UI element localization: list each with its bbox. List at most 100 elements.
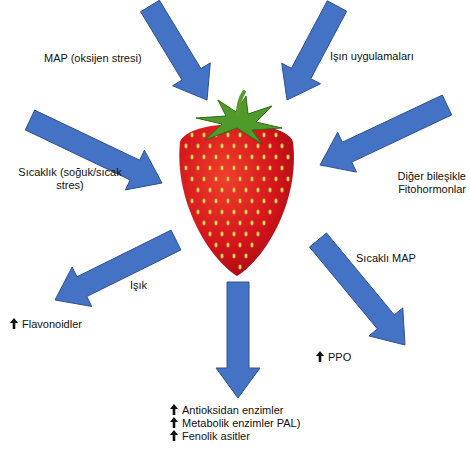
seed bbox=[280, 144, 283, 149]
seed bbox=[208, 232, 211, 237]
seed bbox=[268, 144, 271, 149]
seed bbox=[220, 166, 223, 171]
seed bbox=[262, 221, 265, 226]
seed bbox=[220, 210, 223, 215]
factor-label: Işın uygulamaları bbox=[330, 50, 450, 63]
seed bbox=[196, 144, 199, 149]
seed bbox=[190, 177, 193, 182]
seed bbox=[238, 155, 241, 160]
strawberry-stem bbox=[238, 92, 244, 114]
seed bbox=[202, 177, 205, 182]
seed bbox=[226, 177, 229, 182]
block-arrow bbox=[216, 282, 260, 398]
block-arrow bbox=[55, 230, 181, 306]
seed bbox=[232, 144, 235, 149]
seed bbox=[202, 133, 205, 138]
seed bbox=[262, 199, 265, 204]
seed bbox=[208, 188, 211, 193]
seed bbox=[250, 243, 253, 248]
factor-label: Işık bbox=[130, 279, 190, 292]
seed bbox=[286, 155, 289, 160]
factor-label: Metabolik enzimler PAL) bbox=[182, 417, 362, 430]
seed bbox=[190, 133, 193, 138]
seed bbox=[214, 221, 217, 226]
seed bbox=[268, 210, 271, 215]
seed bbox=[196, 188, 199, 193]
seed bbox=[274, 177, 277, 182]
seed bbox=[196, 210, 199, 215]
arrow-group bbox=[25, 0, 451, 398]
seed bbox=[214, 177, 217, 182]
seed bbox=[232, 254, 235, 259]
seed bbox=[286, 177, 289, 182]
factor-label: MAP (oksijen stresi) bbox=[44, 52, 154, 65]
seed bbox=[226, 221, 229, 226]
seed bbox=[220, 188, 223, 193]
seed bbox=[208, 144, 211, 149]
seed bbox=[250, 177, 253, 182]
seed bbox=[274, 155, 277, 160]
seed bbox=[256, 188, 259, 193]
seed bbox=[202, 221, 205, 226]
seed bbox=[208, 210, 211, 215]
seed bbox=[202, 199, 205, 204]
seed bbox=[262, 177, 265, 182]
seed bbox=[238, 199, 241, 204]
seed bbox=[196, 166, 199, 171]
seed bbox=[280, 188, 283, 193]
seed bbox=[214, 243, 217, 248]
strawberry-body bbox=[179, 124, 294, 276]
seed bbox=[256, 166, 259, 171]
factor-label: Antioksidan enzimler bbox=[182, 404, 362, 417]
factor-label: PPO bbox=[328, 351, 388, 364]
block-arrow bbox=[141, 0, 211, 100]
block-arrow bbox=[310, 233, 406, 345]
seed bbox=[256, 232, 259, 237]
seed bbox=[208, 166, 211, 171]
seed bbox=[184, 144, 187, 149]
seed bbox=[280, 166, 283, 171]
seed bbox=[220, 144, 223, 149]
factor-label: Diğer bileşikle Fitohormonlar bbox=[372, 170, 466, 196]
seed bbox=[214, 155, 217, 160]
increase-arrow bbox=[316, 351, 324, 362]
increase-arrow bbox=[10, 318, 18, 329]
seed bbox=[220, 232, 223, 237]
seed bbox=[238, 177, 241, 182]
seed bbox=[238, 133, 241, 138]
seed bbox=[244, 210, 247, 215]
seed bbox=[244, 254, 247, 259]
seed bbox=[190, 155, 193, 160]
seed bbox=[226, 243, 229, 248]
seed bbox=[232, 232, 235, 237]
seed bbox=[244, 188, 247, 193]
increase-arrow bbox=[170, 430, 178, 441]
seed bbox=[238, 221, 241, 226]
seed bbox=[256, 144, 259, 149]
seed bbox=[250, 199, 253, 204]
factor-label: Sıcaklık (soğuk/sıcak stres) bbox=[14, 166, 126, 192]
seed bbox=[214, 199, 217, 204]
seed bbox=[220, 254, 223, 259]
factor-label: Flavonoidler bbox=[22, 318, 122, 331]
seed bbox=[244, 166, 247, 171]
seed bbox=[232, 166, 235, 171]
seed bbox=[262, 155, 265, 160]
factor-label: Fenolik asitler bbox=[182, 430, 362, 443]
increase-arrow bbox=[170, 417, 178, 428]
seed bbox=[256, 210, 259, 215]
seed bbox=[262, 133, 265, 138]
increase-arrow bbox=[170, 404, 178, 415]
seed bbox=[250, 221, 253, 226]
seed bbox=[202, 155, 205, 160]
seed bbox=[232, 188, 235, 193]
seed bbox=[268, 166, 271, 171]
seed bbox=[226, 199, 229, 204]
seed bbox=[226, 133, 229, 138]
seed bbox=[238, 243, 241, 248]
seed bbox=[244, 232, 247, 237]
seed bbox=[184, 166, 187, 171]
seed bbox=[232, 210, 235, 215]
